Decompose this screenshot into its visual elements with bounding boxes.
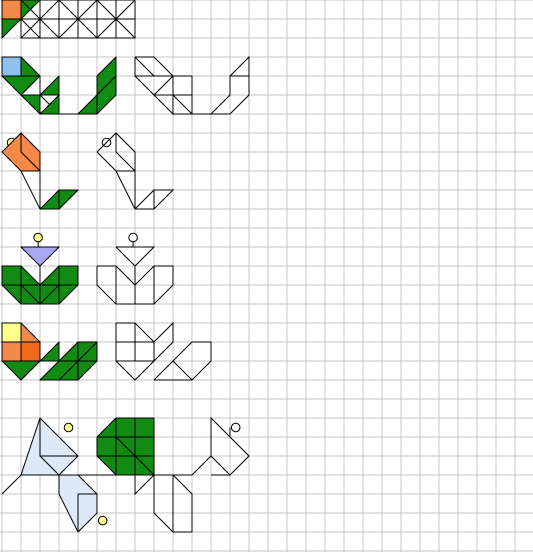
stroke bbox=[20, 0, 60, 39]
outline bbox=[210, 455, 231, 476]
orange-triangle bbox=[20, 322, 41, 343]
figure-swan bbox=[1, 132, 175, 210]
green-triangle bbox=[20, 56, 41, 77]
outline bbox=[134, 474, 193, 533]
stroke bbox=[58, 0, 98, 39]
figure-border-pattern bbox=[1, 0, 136, 39]
figure-bird bbox=[1, 55, 250, 116]
green-parallelogram bbox=[96, 75, 117, 115]
stroke bbox=[58, 341, 98, 381]
outline bbox=[172, 94, 194, 115]
outline bbox=[115, 133, 136, 172]
outline bbox=[172, 360, 193, 381]
green-triangle bbox=[1, 18, 22, 39]
stroke bbox=[39, 284, 60, 305]
figure-tulip bbox=[1, 321, 212, 381]
outline bbox=[115, 322, 155, 362]
outline bbox=[229, 55, 250, 77]
figure-flower bbox=[1, 232, 174, 305]
outline bbox=[115, 246, 156, 267]
stroke bbox=[115, 436, 155, 476]
butterfly-dot bbox=[63, 422, 74, 433]
figure-butterfly-tree bbox=[1, 416, 250, 533]
green-triangle bbox=[20, 94, 41, 115]
stroke bbox=[20, 170, 41, 210]
stroke bbox=[20, 360, 41, 381]
pale-blue-wing bbox=[20, 417, 79, 476]
outline bbox=[153, 321, 174, 362]
lavender-triangle bbox=[20, 246, 60, 267]
green-triangle bbox=[39, 75, 60, 96]
green-triangle bbox=[58, 189, 79, 210]
orange-neck bbox=[1, 132, 41, 172]
green-triangle bbox=[39, 94, 60, 115]
butterfly-dot bbox=[230, 422, 241, 433]
yellow-square bbox=[1, 322, 22, 343]
outline bbox=[191, 416, 250, 476]
orange-square bbox=[1, 341, 22, 362]
blue-square bbox=[1, 56, 22, 77]
outline bbox=[134, 189, 175, 210]
outline bbox=[115, 360, 155, 381]
stroke bbox=[96, 0, 136, 39]
stroke bbox=[1, 474, 22, 495]
orange-square bbox=[20, 341, 41, 362]
green-triangle bbox=[1, 360, 41, 381]
orange-square bbox=[1, 0, 22, 20]
flower-dot bbox=[33, 232, 43, 243]
outline bbox=[96, 132, 136, 172]
outline bbox=[153, 75, 193, 116]
outline bbox=[134, 265, 174, 305]
green-triangle bbox=[39, 341, 60, 362]
butterfly-dot bbox=[97, 515, 108, 526]
flower-dot bbox=[128, 232, 138, 243]
stroke bbox=[20, 284, 41, 305]
outline bbox=[134, 57, 175, 96]
